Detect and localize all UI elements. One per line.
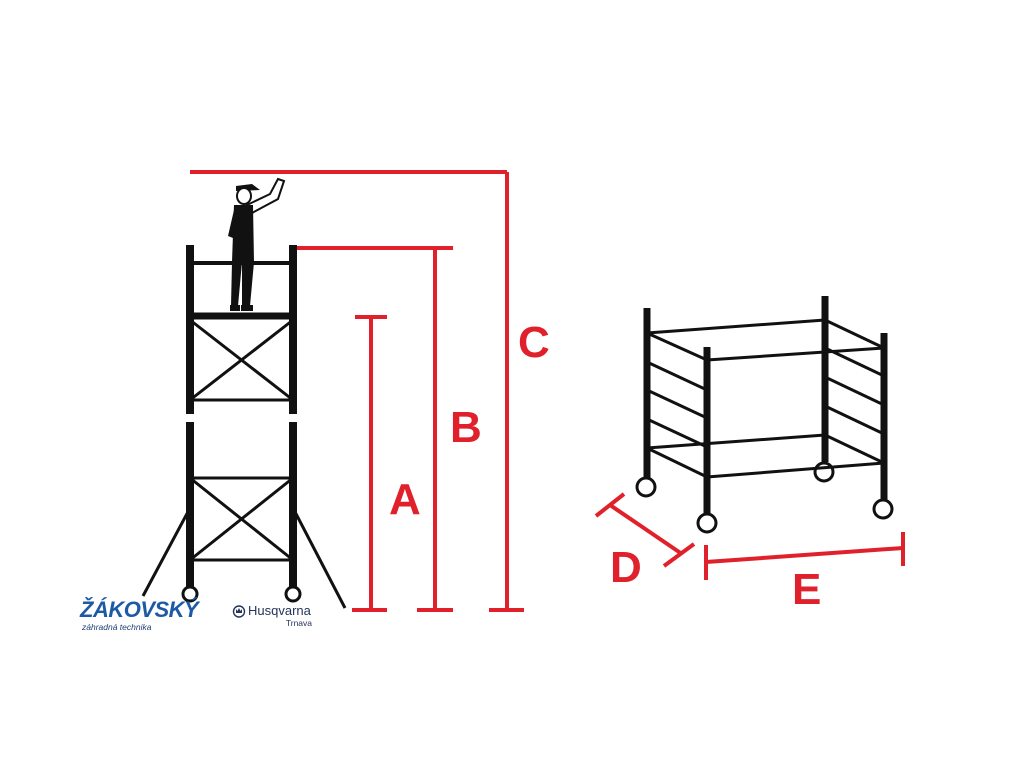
base-left-rung-3 xyxy=(646,417,708,449)
base-rail-top-right xyxy=(824,318,885,350)
tower-brace-upper-b xyxy=(189,318,294,402)
husqvarna-crown-icon xyxy=(232,605,246,618)
dimension-e-label: E xyxy=(792,565,821,614)
base-left-rung-4 xyxy=(646,446,708,479)
zakovsky-logo-name: ŽÁKOVSKÝ xyxy=(80,597,199,622)
husqvarna-logo: Husqvarna Trnava xyxy=(232,604,332,628)
base-left-rung-2 xyxy=(646,388,708,420)
base-right-rung-1 xyxy=(824,346,885,378)
zakovsky-logo-tagline: záhradná technika xyxy=(82,622,152,632)
base-rail-bottom-front xyxy=(706,461,885,479)
dimension-a-label: A xyxy=(389,475,421,524)
husqvarna-logo-location: Trnava xyxy=(285,618,312,628)
base-right-rung-4 xyxy=(824,433,885,465)
dimension-d-line xyxy=(608,503,684,556)
zakovsky-logo: ŽÁKOVSKÝ záhradná technika xyxy=(80,597,210,633)
husqvarna-logo-name: Husqvarna xyxy=(248,603,311,618)
base-wheel-back-right xyxy=(813,461,835,483)
worker-figure xyxy=(228,177,286,311)
tower-scaffold xyxy=(141,245,347,609)
dimension-d-cap-top xyxy=(594,492,626,518)
base-wheel-back-left xyxy=(635,476,657,498)
dimension-d-cap-bottom xyxy=(662,542,696,568)
tower-wheel-left xyxy=(181,585,199,603)
tower-brace-lower-b xyxy=(189,476,294,562)
base-wheel-front-right xyxy=(872,498,894,520)
base-rail-top-left xyxy=(646,331,708,362)
tower-outrigger-left xyxy=(141,507,192,597)
base-wheel-front-left xyxy=(696,512,718,534)
base-unit-scaffold xyxy=(635,296,894,534)
tower-wheel-right xyxy=(284,585,302,603)
dimension-b-label: B xyxy=(450,403,482,452)
base-right-rung-3 xyxy=(824,404,885,436)
dimension-e-line xyxy=(705,546,904,564)
base-rail-top-back xyxy=(646,318,826,335)
base-rail-bottom-back xyxy=(646,433,826,450)
dimension-lines xyxy=(190,170,905,612)
dimension-d-label: D xyxy=(610,543,642,592)
base-left-rung-1 xyxy=(646,360,708,392)
base-right-rung-2 xyxy=(824,375,885,407)
base-rail-top-front xyxy=(706,346,885,362)
tower-outrigger-right xyxy=(291,507,347,609)
dimension-c-label: C xyxy=(518,318,550,367)
